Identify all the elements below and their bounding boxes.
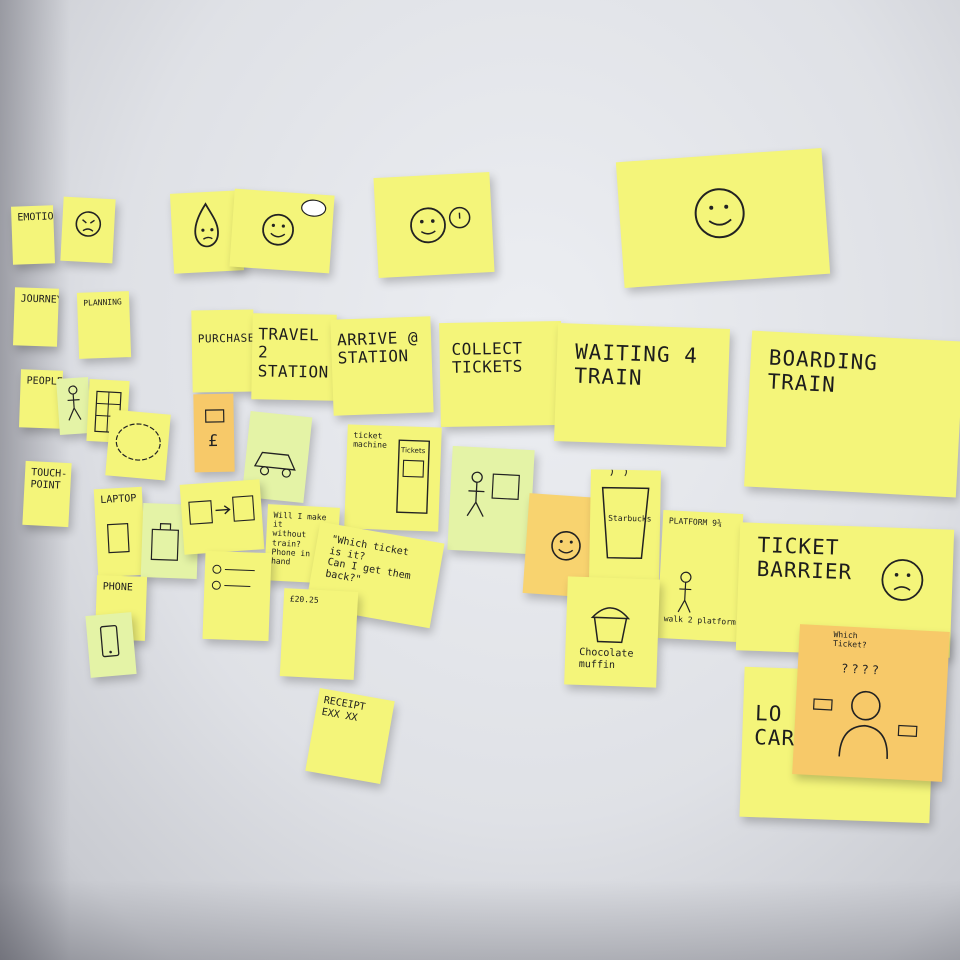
which-ticket-small-text: Which Ticket? (832, 629, 867, 650)
ticket-machine-icon: Tickets (396, 439, 431, 514)
journey-label-note: JOURNEY (13, 287, 59, 347)
smile-face-icon (551, 530, 581, 561)
stage-boarding-text: BOARDING TRAIN (766, 345, 879, 398)
muffin-note: Chocolate muffin (564, 576, 660, 688)
starbucks-text: Starbucks (608, 513, 652, 524)
planning-note: PLANNING (76, 291, 132, 359)
phone-text: PHONE (102, 581, 134, 594)
svg-text:Tickets: Tickets (400, 446, 426, 455)
which-ticket-person-note: Which Ticket? ? ? ? ? (792, 624, 950, 782)
people-walker-note (56, 376, 92, 436)
price-note: £20.25 (279, 588, 359, 680)
taxi-car-icon (253, 451, 296, 478)
stage-waiting-note: WAITING 4 TRAIN (553, 323, 731, 447)
which-ticket-quote-text: "Which ticket is it? Can I get them back… (324, 533, 412, 586)
stage-waiting-text: WAITING 4 TRAIN (573, 339, 699, 391)
waiting-smile-note (522, 493, 616, 599)
planning-text: PLANNING (83, 297, 122, 308)
ticket-machine-note: ticket machine Tickets (344, 424, 442, 532)
walking-stick-figure-icon (677, 571, 692, 613)
emotion-note-drop (169, 190, 245, 274)
person-at-machine-icon (466, 471, 520, 517)
emotion-note-happy-cloud (229, 188, 335, 274)
emotion-label-text: EMOTION(A) (17, 210, 55, 224)
ticket-machine-text: ticket machine (352, 430, 388, 450)
emotion-note-smile-large (615, 147, 831, 289)
muffin-icon (590, 607, 631, 644)
flow-arrow-icon (188, 495, 255, 525)
thought-cloud-icon (115, 423, 161, 461)
svg-text:? ? ? ?: ? ? ? ? (841, 661, 879, 677)
receipt-note: RECEIPT EXX XX (305, 688, 395, 784)
options-list-icon (211, 564, 255, 590)
walking-person-icon (67, 385, 82, 421)
suitcase-icon (150, 523, 179, 561)
travel-taxi-note (241, 410, 313, 504)
sad-drop-face-icon (194, 202, 219, 248)
wall-shadow-bottom (0, 880, 960, 960)
stage-travel-text: TRAVEL 2 STATION (257, 324, 329, 382)
stage-purchase-note: PURCHASE (191, 309, 255, 393)
frown-face-icon (881, 559, 924, 601)
planning-options-note (202, 550, 272, 642)
two-faces-icon (410, 206, 471, 244)
confused-person-icon: ? ? ? ? (812, 661, 918, 759)
collect-person-note (447, 445, 535, 555)
worried-face-icon (75, 211, 102, 237)
people-thought-note (105, 409, 171, 481)
ticket-barrier-note: TICKET BARRIER (735, 522, 955, 658)
stage-arrive-note: ARRIVE @ STATION (330, 316, 434, 416)
stage-boarding-note: BOARDING TRAIN (744, 330, 960, 498)
happy-face-cloud-icon (262, 199, 327, 246)
starbucks-cup-note: Starbucks (589, 469, 661, 581)
laptop-note: LAPTOP (93, 486, 147, 578)
emotion-label-note: EMOTION(A) (11, 205, 55, 265)
touchpoint-label-note: TOUCH-POINT (22, 460, 72, 528)
purchase-flow-note (179, 479, 265, 555)
stage-collect-note: COLLECT TICKETS (439, 320, 563, 428)
stage-travel-note: TRAVEL 2 STATION (251, 313, 337, 401)
smile-face-icon (694, 188, 745, 239)
coffee-cup-icon (601, 469, 650, 560)
laptop-text: LAPTOP (100, 493, 137, 506)
suitcase-note (140, 503, 200, 579)
stage-purchase-text: PURCHASE (197, 331, 255, 346)
ticket-barrier-text: TICKET BARRIER (756, 532, 853, 585)
stage-arrive-text: ARRIVE @ STATION (336, 327, 419, 368)
price-text: £20.25 (289, 594, 319, 605)
stage-collect-text: COLLECT TICKETS (451, 338, 523, 378)
purchase-card-note: £ (193, 393, 235, 473)
emotion-note-two-faces (373, 172, 495, 278)
laptop-screen-icon (106, 522, 130, 554)
journey-label-text: JOURNEY (20, 293, 59, 306)
credit-card-pound-icon: £ (204, 409, 225, 450)
mobile-phone-icon (99, 624, 120, 658)
platform-note: PLATFORM 9¾ walk 2 platform (656, 509, 744, 643)
muffin-text: Chocolate muffin (578, 646, 634, 671)
emotion-note-worried (60, 196, 116, 264)
phone-icon-note (85, 612, 137, 678)
touchpoint-label-text: TOUCH-POINT (30, 467, 68, 492)
svg-text:£: £ (208, 431, 219, 450)
receipt-text: RECEIPT EXX XX (320, 694, 367, 724)
